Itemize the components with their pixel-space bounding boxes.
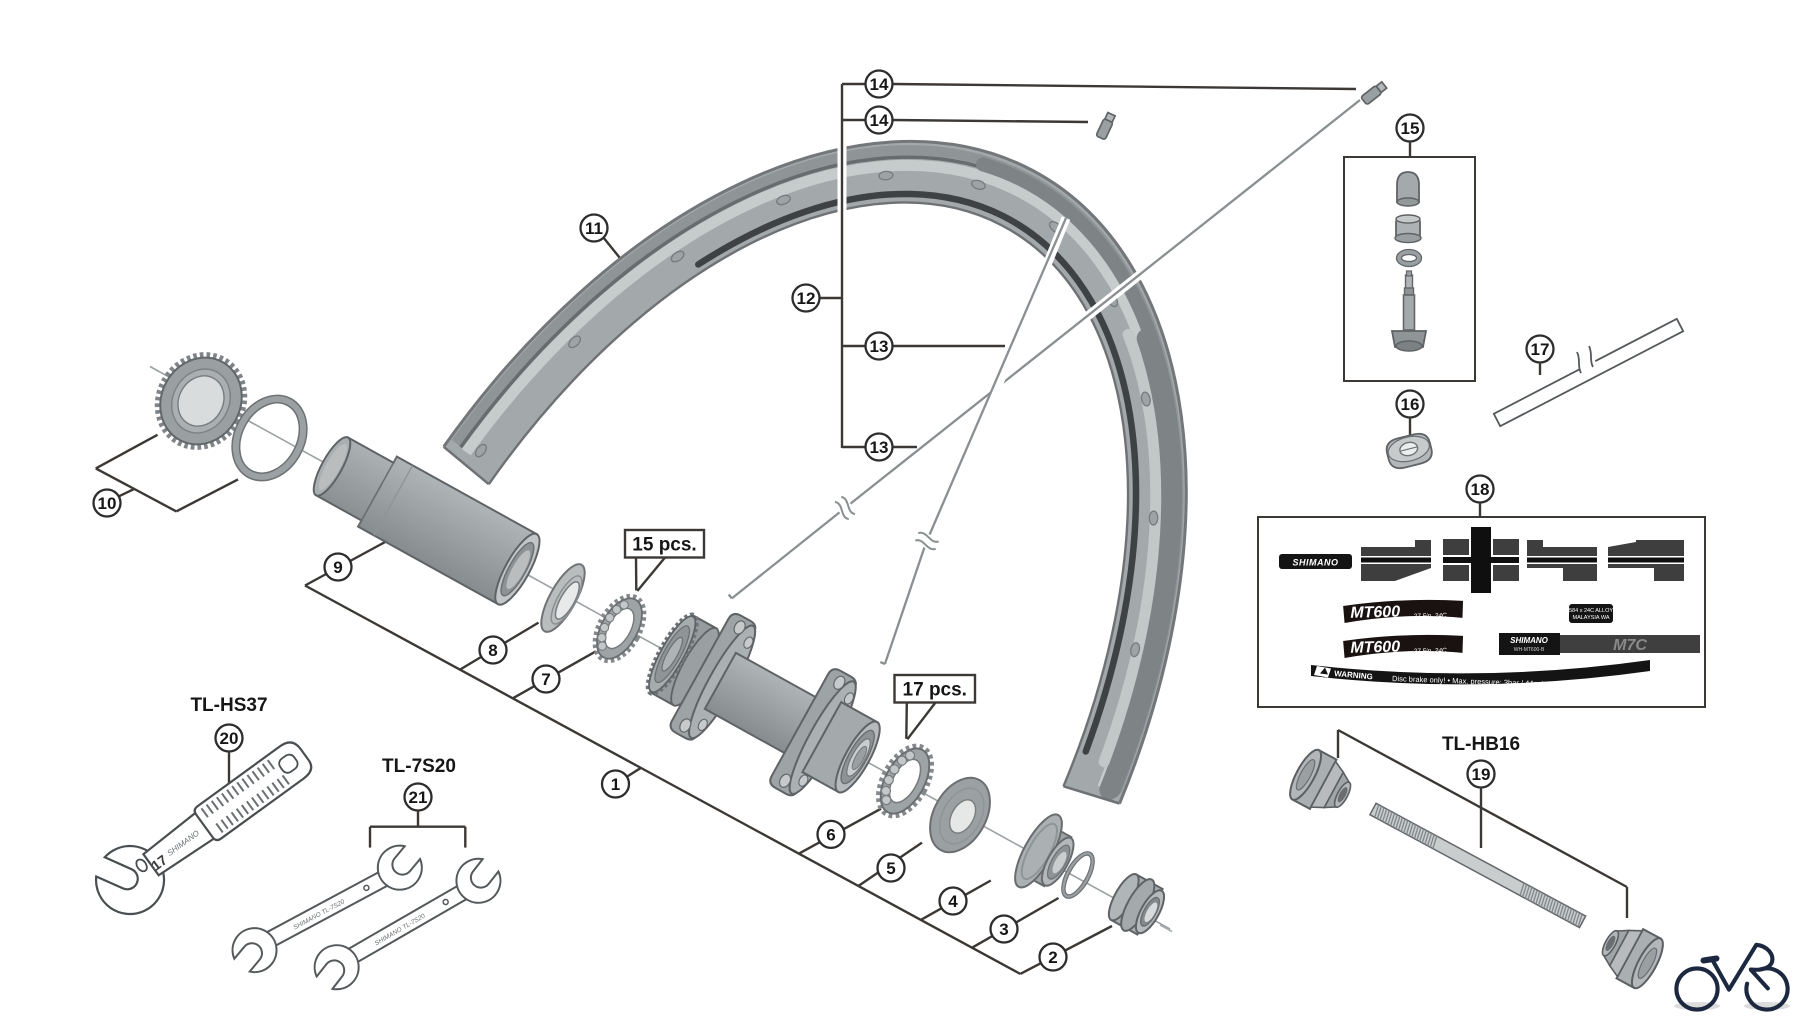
- svg-text:15 pcs.: 15 pcs.: [632, 534, 696, 555]
- svg-text:17 pcs.: 17 pcs.: [903, 679, 967, 700]
- svg-text:27.5in, 24C: 27.5in, 24C: [1412, 612, 1447, 620]
- svg-text:3: 3: [999, 920, 1008, 939]
- svg-text:11: 11: [585, 219, 603, 238]
- svg-text:21: 21: [409, 788, 428, 807]
- svg-text:M7C: M7C: [1613, 637, 1647, 654]
- svg-text:8: 8: [488, 641, 497, 660]
- svg-text:SHIMANO: SHIMANO: [1510, 636, 1549, 645]
- svg-text:2: 2: [1048, 948, 1057, 967]
- svg-text:19: 19: [1472, 765, 1491, 784]
- svg-text:12: 12: [797, 289, 816, 308]
- svg-text:18: 18: [1471, 480, 1490, 499]
- svg-text:MT600: MT600: [1350, 639, 1400, 657]
- svg-text:WH-MT600-B: WH-MT600-B: [1514, 647, 1545, 653]
- svg-text:TL-HB16: TL-HB16: [1442, 734, 1520, 755]
- svg-text:7: 7: [541, 670, 550, 689]
- svg-text:16: 16: [1401, 395, 1420, 414]
- svg-text:TL-7S20: TL-7S20: [382, 756, 456, 777]
- svg-text:9: 9: [333, 558, 342, 577]
- svg-text:MT600: MT600: [1350, 604, 1400, 622]
- svg-text:13: 13: [870, 337, 889, 356]
- svg-text:6: 6: [826, 825, 835, 844]
- svg-text:TL-HS37: TL-HS37: [190, 695, 267, 716]
- svg-text:20: 20: [220, 729, 239, 748]
- svg-text:4: 4: [948, 892, 958, 911]
- svg-text:5: 5: [886, 859, 895, 878]
- svg-text:17: 17: [1531, 340, 1550, 359]
- svg-text:MALAYSIA WA: MALAYSIA WA: [1573, 615, 1610, 621]
- svg-text:13: 13: [870, 438, 889, 457]
- svg-text:15: 15: [1401, 119, 1420, 138]
- svg-text:584 x 24C ALLOY: 584 x 24C ALLOY: [1569, 608, 1613, 614]
- svg-text:10: 10: [98, 494, 117, 513]
- svg-text:14: 14: [870, 75, 889, 94]
- svg-text:27.5in, 24C: 27.5in, 24C: [1412, 647, 1447, 655]
- svg-text:SHIMANO: SHIMANO: [1293, 558, 1339, 568]
- svg-text:1: 1: [611, 775, 620, 794]
- svg-text:14: 14: [870, 111, 889, 130]
